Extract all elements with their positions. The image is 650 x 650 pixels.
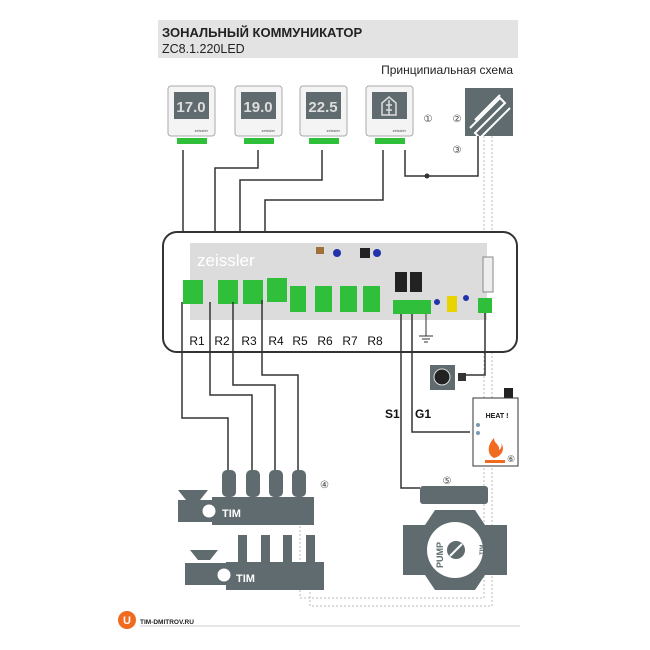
relay-labels: R1 R2 R3 R4 R5 R6 R7 R8 <box>189 334 383 348</box>
marker-3: ③ <box>453 145 462 156</box>
header-band <box>158 20 518 58</box>
thermostat-3: 22.5 zeissler <box>299 85 348 144</box>
relay-label: R5 <box>292 334 308 348</box>
footer-site: TIM-DMITROV.RU <box>140 619 194 626</box>
thermostat-2: 19.0 zeissler <box>234 85 283 144</box>
svg-text:U: U <box>123 615 131 627</box>
ground-icon <box>419 314 433 343</box>
marker-2: ② <box>453 114 462 125</box>
thermostat-brand: zeissler <box>261 128 275 133</box>
relay-label: R4 <box>268 334 284 348</box>
relay-label: R6 <box>317 334 333 348</box>
house-icon <box>381 96 397 116</box>
thermostat-display: 19.0 <box>243 99 272 116</box>
thermostat-display: 17.0 <box>176 99 205 116</box>
actuator-wires <box>181 300 486 489</box>
floor-heating-panel <box>465 88 513 140</box>
marker-1: ① <box>424 114 433 125</box>
flame-icon <box>488 438 503 458</box>
relay-terminals <box>183 278 492 314</box>
marker-5: ⑤ <box>443 476 452 487</box>
logo <box>118 611 136 629</box>
thermostat-brand: zeissler <box>194 128 208 133</box>
sensor-connector <box>424 173 430 179</box>
marker-6: ⑥ <box>507 454 515 464</box>
wire-label-g1: G1 <box>415 407 431 421</box>
title: ЗОНАЛЬНЫЙ КОММУНИКАТОР <box>162 25 362 40</box>
subtitle: Принципиальная схема <box>381 63 513 77</box>
terminal-strip <box>244 138 274 144</box>
power-socket <box>430 365 466 390</box>
thermostat-brand: zeissler <box>392 128 406 133</box>
manifold-brand: TIM <box>236 573 255 585</box>
boiler-label: HEAT ! <box>486 413 509 420</box>
relay-label: R2 <box>214 334 230 348</box>
thermostat-display: 22.5 <box>308 99 337 116</box>
boiler: HEAT ! ⑥ <box>472 388 519 467</box>
pump: ⑤ PUMP TIM <box>403 476 507 590</box>
relay-label: R1 <box>189 334 205 348</box>
manifold-brand: TIM <box>222 508 241 520</box>
thermostat-4: zeissler <box>365 85 414 144</box>
manifold-bottom: TIM <box>185 535 324 590</box>
thermostat-1: 17.0 zeissler <box>167 85 216 144</box>
thermostat-brand: zeissler <box>326 128 340 133</box>
relay-label: R8 <box>367 334 383 348</box>
model: ZC8.1.220LED <box>162 42 245 56</box>
pump-label: PUMP <box>435 542 445 568</box>
relay-label: R7 <box>342 334 358 348</box>
controller-brand: zeissler <box>197 251 255 270</box>
dashed-pipes <box>299 136 493 607</box>
manifold-top: TIM ④ <box>178 470 329 525</box>
terminal-strip <box>375 138 405 144</box>
terminal-strip <box>309 138 339 144</box>
relay-label: R3 <box>241 334 257 348</box>
marker-4: ④ <box>320 480 329 491</box>
pump-brand: TIM <box>480 545 486 555</box>
wire-label-s1: S1 <box>385 407 400 421</box>
terminal-strip <box>177 138 207 144</box>
controller: zeissler <box>162 231 518 353</box>
